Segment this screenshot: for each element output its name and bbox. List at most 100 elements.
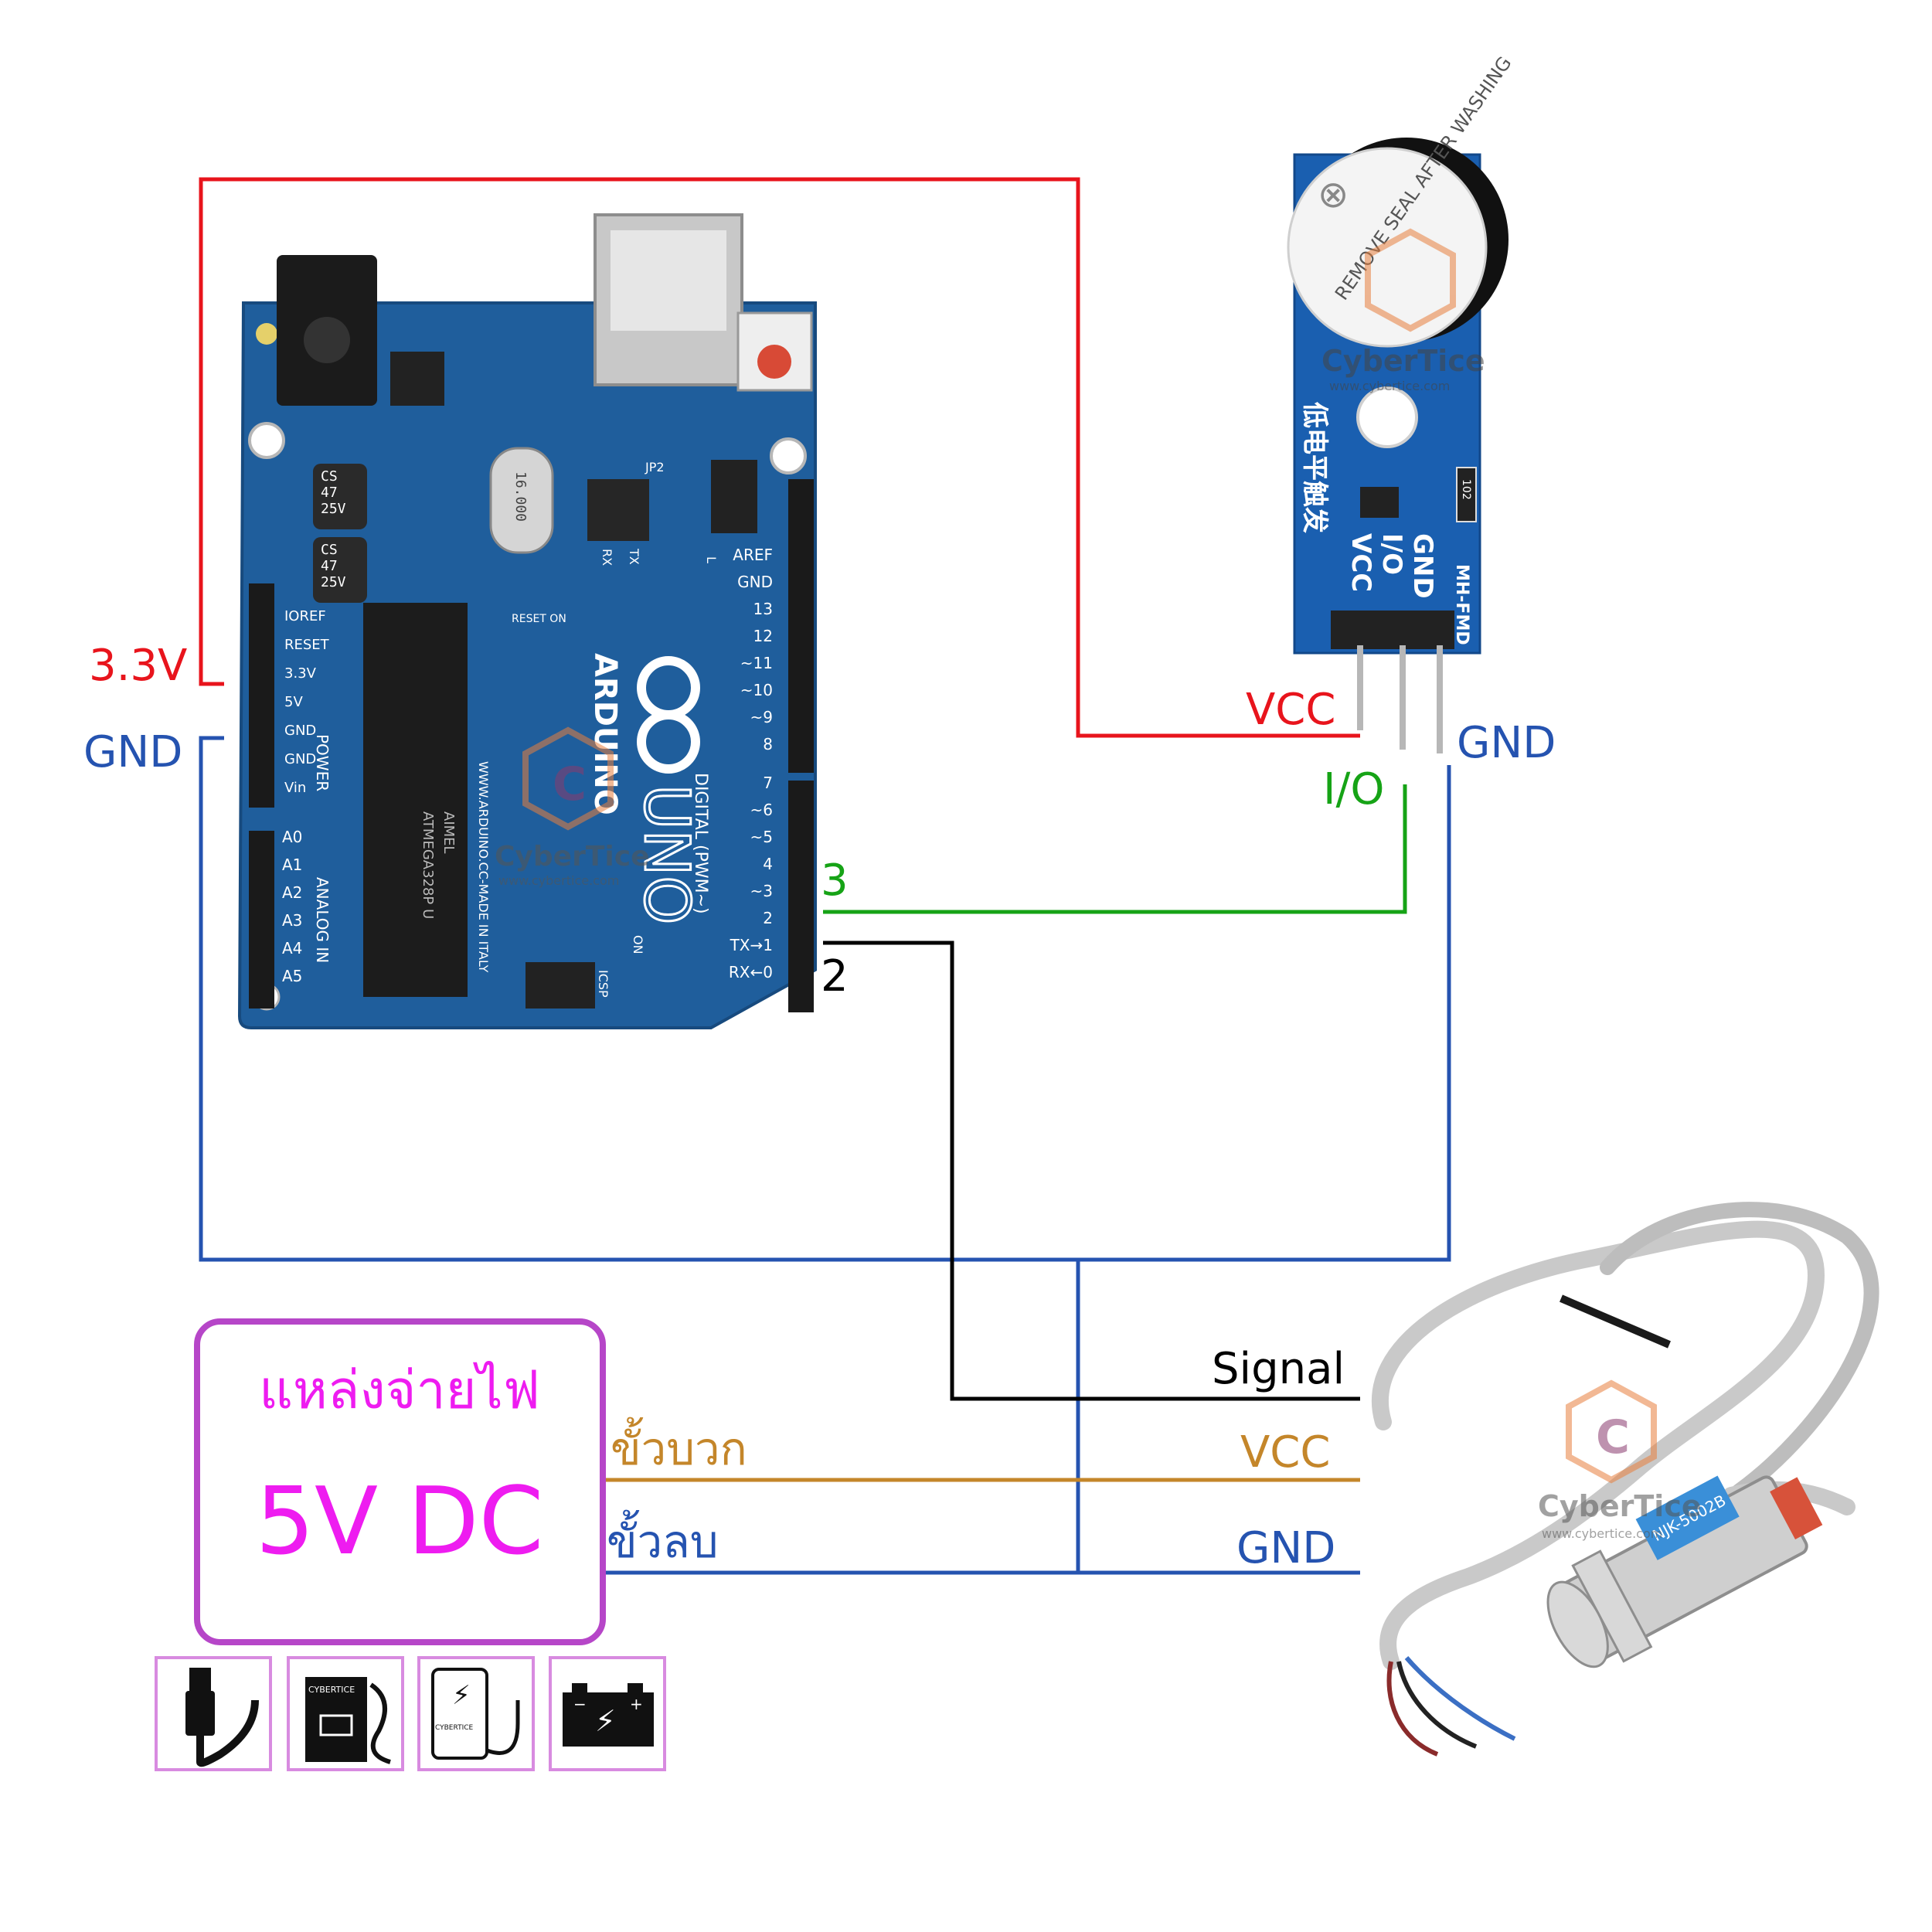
arduino-website: WWW.ARDUINO.CC-MADE IN ITALY	[476, 761, 491, 973]
svg-text:www.cybertice.com: www.cybertice.com	[1542, 1526, 1662, 1541]
voltage-regulator	[390, 352, 444, 406]
reset-on-label: RESET ON	[512, 613, 566, 625]
buzzer-chinese-label: 低电平触发	[1299, 402, 1330, 533]
capacitor-2: CS 47 25V	[313, 537, 367, 603]
svg-text:CyberTice: CyberTice	[1538, 1489, 1702, 1523]
label-3v3: 3.3V	[89, 641, 187, 691]
usb-chip	[587, 479, 649, 541]
label-pin2: 2	[821, 951, 849, 1002]
analog-header	[249, 831, 274, 1009]
pin-label: ~3	[750, 882, 773, 900]
svg-text:CYBERTICE: CYBERTICE	[435, 1724, 474, 1732]
buzzer-pin-labels: GND I/O VCC	[1345, 533, 1438, 599]
atmega-chip-label: ATMEGA328P U	[420, 811, 436, 919]
wires	[199, 177, 1451, 1575]
pin-label: VCC	[1345, 533, 1376, 592]
power-supply-title: แหล่งจ่ายไฟ	[259, 1360, 540, 1421]
pin-label: 5V	[284, 694, 303, 710]
pin-label: 3.3V	[284, 665, 317, 682]
analog-pin-labels: A0 A1 A2 A3 A4 A5	[282, 828, 302, 985]
analog-label: ANALOG IN	[313, 877, 332, 963]
power-label: POWER	[313, 734, 332, 791]
pin-label: GND	[284, 723, 316, 739]
pin-label: ~10	[740, 681, 773, 699]
label-supply-plus: ขั้วบวก	[611, 1417, 747, 1475]
icsp-header-top	[711, 460, 757, 533]
power-supply-box	[194, 1318, 606, 1645]
mount-hole	[248, 422, 285, 459]
digital-header-bottom	[788, 781, 814, 1012]
svg-text:CyberTice: CyberTice	[1321, 344, 1485, 378]
svg-text:⚡: ⚡	[452, 1680, 471, 1711]
power-header	[249, 583, 274, 808]
dc-jack-hole	[304, 317, 350, 363]
green-wire-pin3-to-buzzer-io	[823, 784, 1407, 914]
svg-text:CS: CS	[321, 542, 338, 558]
buzzer-module: ⊗ REMOVE SEAL AFTER WASHING 低电平触发 102 GN…	[1287, 53, 1516, 753]
watermarks: C CyberTice www.cybertice.com CyberTice …	[495, 228, 1702, 1541]
svg-text:25V: 25V	[321, 574, 346, 590]
battery-icon: ⚡ − +	[549, 1656, 666, 1771]
atmega-chip	[363, 603, 468, 997]
svg-text:47: 47	[321, 485, 338, 501]
inductive-proximity-sensor: NJK-5002B	[1371, 1202, 1879, 1757]
sensor-wire-ends	[1386, 1656, 1516, 1757]
buzzer-model-label: MH-FMD	[1452, 564, 1471, 645]
arduino-infinity-logo	[637, 656, 700, 774]
buzzer-transistor	[1360, 487, 1399, 518]
buzzer-resistor-label: 102	[1460, 479, 1472, 500]
svg-text:CS: CS	[321, 468, 338, 485]
pin-label: 2	[763, 909, 773, 927]
buzzer-pin-header	[1331, 611, 1454, 649]
l-label: L	[704, 556, 719, 563]
mount-hole	[256, 323, 277, 345]
pin-label: RX←0	[729, 963, 773, 981]
pin-label: 7	[763, 774, 773, 792]
pin-label: ~11	[740, 654, 773, 672]
supply-icons: CYBERTICE ⚡ CYBERTICE ⚡ − +	[155, 1656, 666, 1771]
label-buzzer-vcc: VCC	[1246, 685, 1336, 735]
pin-label: ~5	[750, 828, 773, 846]
pin-label: GND	[1407, 533, 1438, 599]
black-wire-pin2-to-sensor-signal	[823, 940, 1360, 1401]
watermark: C CyberTice www.cybertice.com	[495, 726, 649, 888]
adapter-icon: CYBERTICE	[287, 1656, 404, 1771]
pin-label: RESET	[284, 637, 330, 653]
usb-port-inner	[611, 230, 726, 331]
mount-hole	[770, 437, 807, 474]
svg-text:C: C	[553, 757, 587, 811]
pin-label: ~6	[750, 801, 773, 819]
pin-label: A5	[282, 967, 302, 985]
buzzer-plus-mark: ⊗	[1318, 173, 1349, 216]
pin-label: A0	[282, 828, 302, 846]
pin-label: 13	[753, 600, 773, 618]
label-buzzer-gnd: GND	[1457, 718, 1556, 768]
pin-label: A1	[282, 855, 302, 874]
capacitor-1: CS 47 25V	[313, 464, 367, 529]
label-sensor-signal: Signal	[1212, 1344, 1345, 1394]
cable-tie	[1560, 1294, 1671, 1349]
buzzer-mount-hole	[1356, 386, 1418, 448]
jp2-label: JP2	[645, 460, 665, 474]
blue-wire-arduino-gnd	[199, 736, 1451, 1262]
pin-label: TX→1	[730, 936, 773, 954]
label-sensor-vcc: VCC	[1240, 1427, 1331, 1478]
digital-header-top	[788, 479, 814, 773]
arduino-brand: ARDUINO	[587, 653, 623, 815]
sensor-cable-coil	[1371, 1220, 1825, 1670]
watermark: CyberTice www.cybertice.com	[1321, 228, 1485, 393]
pin-label: 4	[763, 855, 773, 873]
icsp-label: ICSP	[596, 970, 611, 998]
pin-label: A2	[282, 883, 302, 902]
digital-label: DIGITAL (PWM~)	[691, 773, 710, 914]
tx-label: TX	[627, 548, 641, 565]
svg-text:CyberTice: CyberTice	[495, 841, 649, 872]
watermark: C CyberTice www.cybertice.com	[1538, 1379, 1702, 1541]
svg-text:www.cybertice.com: www.cybertice.com	[1329, 379, 1450, 393]
svg-text:47: 47	[321, 558, 338, 574]
pin-label: A3	[282, 911, 302, 930]
label-buzzer-io: I/O	[1323, 764, 1384, 815]
crystal-label: 16.000	[512, 471, 529, 522]
buzzer-pins	[1357, 645, 1443, 753]
